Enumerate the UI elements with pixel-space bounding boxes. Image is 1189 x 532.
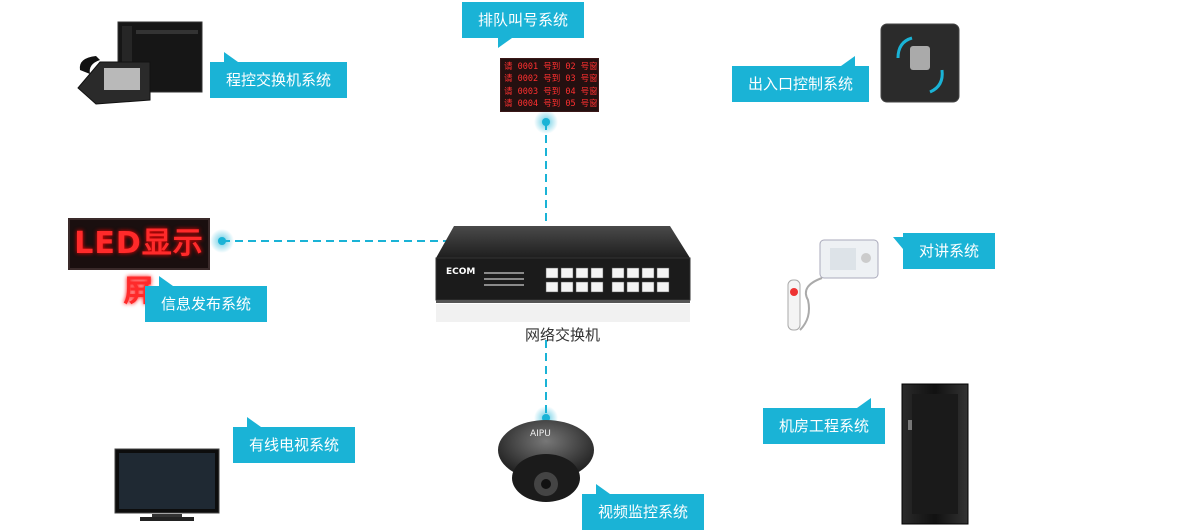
- callout-queue: 排队叫号系统: [462, 2, 585, 48]
- intercom-image: [787, 239, 879, 331]
- access-reader-image: [880, 23, 960, 103]
- callout-machine-room: 机房工程系统: [763, 398, 886, 444]
- pbx-image: [77, 21, 203, 105]
- server-rack-image: [901, 383, 969, 525]
- camera-brand: AIPU: [530, 429, 551, 439]
- connection-lines: [222, 122, 547, 418]
- queue-row: 请 0001 号到 02 号窗: [504, 62, 598, 72]
- callout-intercom: 对讲系统: [892, 233, 996, 269]
- callout-pbx: 程控交换机系统: [210, 52, 348, 98]
- queue-board-image: 请 0001 号到 02 号窗 请 0002 号到 03 号窗 请 0003 号…: [500, 58, 599, 112]
- camera-image: [498, 420, 594, 502]
- queue-row: 请 0004 号到 05 号窗: [504, 99, 598, 110]
- queue-row: 请 0003 号到 04 号窗: [504, 86, 598, 97]
- callout-tv: 有线电视系统: [233, 417, 356, 463]
- tv-image: [114, 448, 220, 521]
- queue-row: 请 0002 号到 03 号窗: [504, 74, 598, 85]
- callout-info: 信息发布系统: [145, 276, 268, 322]
- callout-access: 出入口控制系统: [732, 56, 870, 102]
- switch-caption: 网络交换机: [525, 326, 601, 344]
- switch-brand: ECOM: [446, 267, 475, 277]
- led-sign-image: LED显示屏: [68, 218, 210, 309]
- callout-video: 视频监控系统: [582, 484, 705, 530]
- network-switch: [435, 226, 691, 322]
